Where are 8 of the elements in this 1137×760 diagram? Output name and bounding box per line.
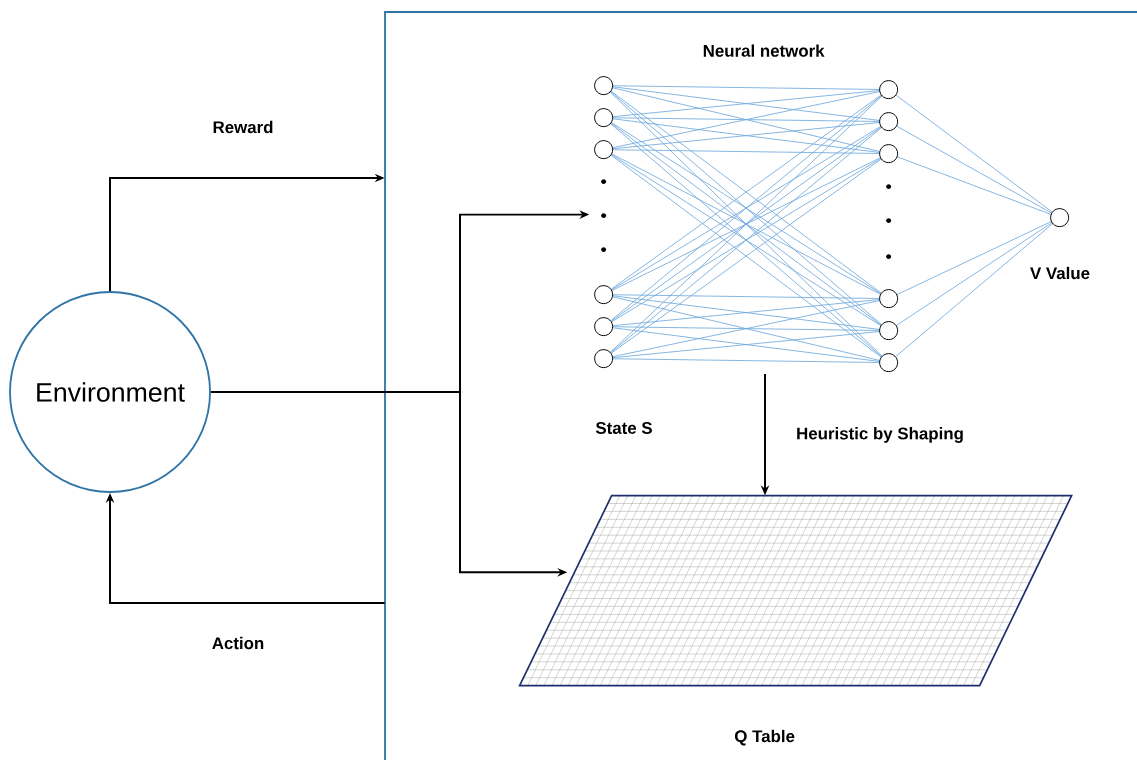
agent-frame: [384, 11, 1137, 760]
label: V Value: [1030, 266, 1090, 280]
heading: Q Table: [735, 729, 795, 746]
edge-label: Action: [210, 635, 266, 651]
label: State S: [595, 422, 652, 434]
heading: Neural network: [703, 44, 825, 57]
edge-label: Heuristic by Shaping: [794, 425, 966, 445]
edge-label: Reward: [211, 119, 275, 135]
